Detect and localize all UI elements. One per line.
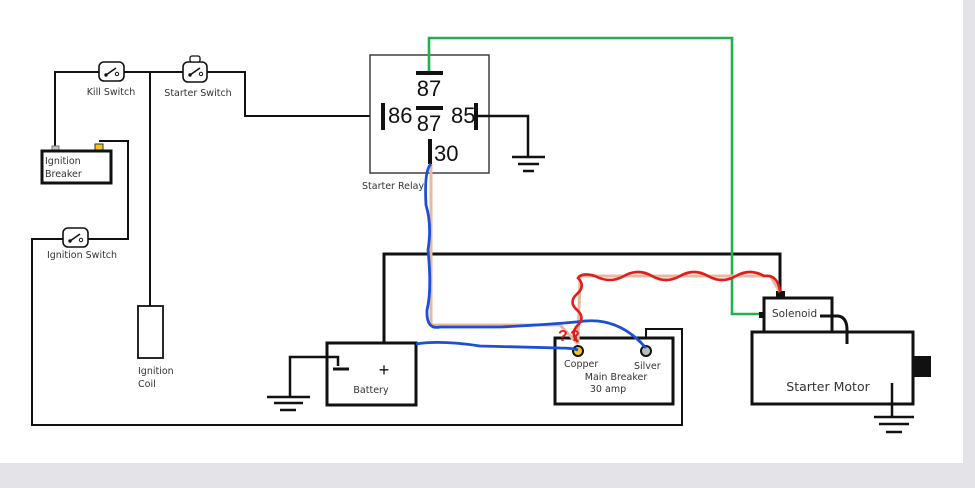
wiring-diagram: Kill Switch Starter Switch Ignition Brea… <box>31 36 931 434</box>
silver-label: Silver <box>634 361 661 372</box>
wire-battery-to-solenoid <box>382 252 782 343</box>
ground-icon <box>512 155 545 173</box>
kill-switch[interactable]: Kill Switch <box>87 61 136 98</box>
ignition-breaker-label-1: Ignition <box>45 156 81 167</box>
ignition-wiring <box>31 71 683 426</box>
starter-pinion <box>913 356 931 377</box>
relay-pin-86: 86 <box>388 103 412 128</box>
solenoid[interactable]: Solenoid <box>759 291 849 344</box>
battery-ground-icon <box>267 395 310 412</box>
wire-ignition-switch-to-main-breaker <box>31 238 683 426</box>
copper-label: Copper <box>564 359 598 370</box>
starter-relay-label: Starter Relay <box>362 181 424 192</box>
ignition-switch[interactable]: Ignition Switch <box>47 227 117 261</box>
wire-blue-battery-to-copper <box>415 341 579 352</box>
starter-switch-label: Starter Switch <box>164 88 231 99</box>
relay-pin-85: 85 <box>451 103 475 128</box>
relay-pin-87-center: 87 <box>417 111 441 136</box>
relay-pin-87-top: 87 <box>417 76 441 101</box>
question-mark-annotation-1: ? <box>558 328 568 345</box>
ignition-breaker-label-2: Breaker <box>45 169 82 180</box>
wire-breaker-to-ignition-switch <box>88 140 129 240</box>
diagram-canvas: Kill Switch Starter Switch Ignition Brea… <box>0 0 963 463</box>
battery[interactable]: + Battery <box>288 341 418 407</box>
kill-switch-label: Kill Switch <box>87 87 136 98</box>
ignition-breaker[interactable]: Ignition Breaker <box>40 143 113 185</box>
starter-motor[interactable]: Starter Motor <box>750 330 931 416</box>
ignition-switch-label: Ignition Switch <box>47 250 117 261</box>
wire-tan-relay-30-to-copper <box>429 164 580 346</box>
battery-positive-symbol: + <box>379 360 390 380</box>
main-breaker-rating: 30 amp <box>590 384 626 395</box>
wire-relay-85-to-ground <box>478 114 530 157</box>
starter-switch[interactable]: Starter Switch <box>164 55 232 99</box>
motor-ground-icon <box>874 415 914 434</box>
wire-red-copper-to-solenoid <box>571 270 782 343</box>
main-breaker-label: Main Breaker <box>585 372 648 383</box>
solenoid-label: Solenoid <box>772 308 817 320</box>
wire-tan-copper-to-solenoid <box>576 274 782 345</box>
wire-starter-switch-to-relay-86 <box>207 71 382 117</box>
starter-motor-label: Starter Motor <box>786 379 870 394</box>
ignition-coil[interactable]: Ignition Coil <box>137 305 174 390</box>
battery-label: Battery <box>353 385 389 396</box>
question-mark-annotation-2: ? <box>570 328 580 345</box>
relay-pin-30: 30 <box>434 141 458 166</box>
starter-relay[interactable]: 87 86 87 85 30 Starter Relay <box>362 54 490 192</box>
wire-green-relay-87-to-solenoid <box>427 36 759 316</box>
copper-terminal[interactable] <box>572 345 584 357</box>
wire-blue-relay-30-to-silver <box>424 162 648 349</box>
ignition-coil-label-2: Coil <box>138 379 156 390</box>
ignition-coil-label-1: Ignition <box>138 366 174 377</box>
wire-breaker-to-kill-switch <box>54 71 99 147</box>
